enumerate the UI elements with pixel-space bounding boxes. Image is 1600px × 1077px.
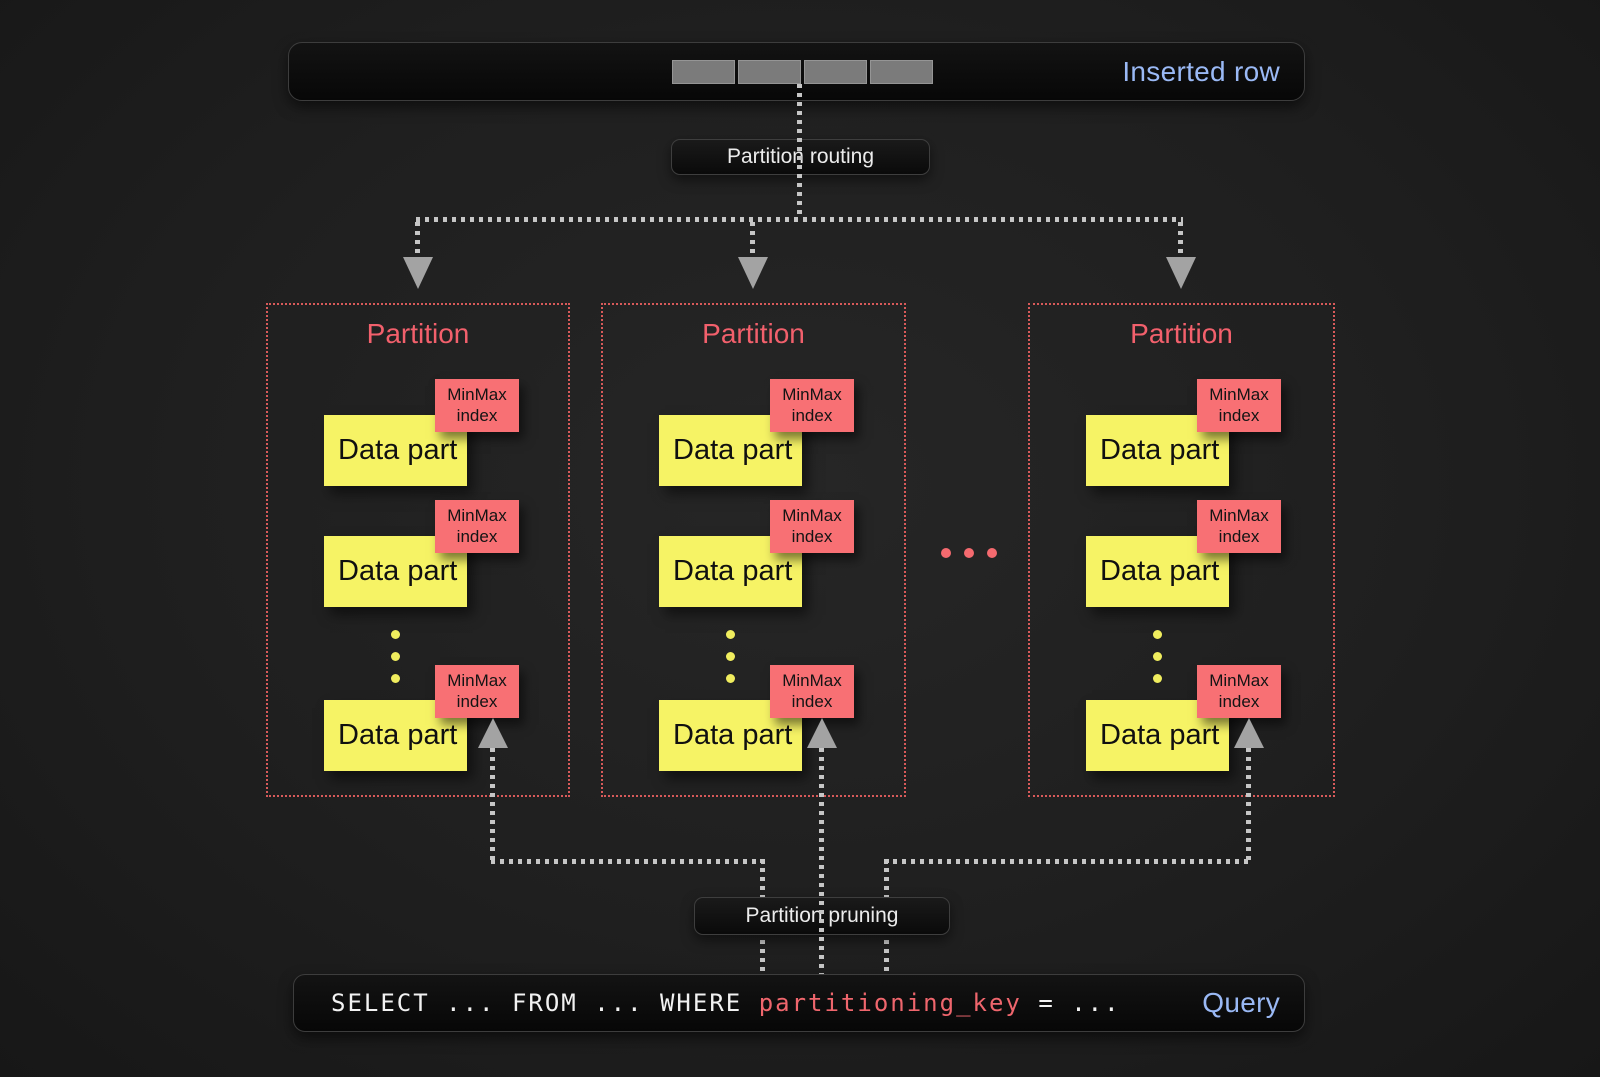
data-parts-ellipsis-icon xyxy=(1153,630,1162,696)
arrow-up-icon xyxy=(1234,718,1264,748)
minmax-index-tag: MinMax index xyxy=(1197,500,1281,553)
row-cell xyxy=(738,60,801,84)
arrow-up-icon xyxy=(807,718,837,748)
arrow-down-icon xyxy=(1166,257,1196,289)
minmax-index-tag: MinMax index xyxy=(1197,665,1281,718)
minmax-index-tag: MinMax index xyxy=(435,500,519,553)
pruning-branch-line xyxy=(491,859,766,864)
arrow-up-icon xyxy=(478,718,508,748)
partition-box: Partition MinMax index Data part MinMax … xyxy=(266,303,570,797)
pruning-line xyxy=(490,748,495,862)
partition-title: Partition xyxy=(366,318,470,349)
arrow-down-icon xyxy=(738,257,768,289)
minmax-index-tag: MinMax index xyxy=(435,379,519,432)
data-parts-ellipsis-icon xyxy=(391,630,400,696)
partition-box: Partition MinMax index Data part MinMax … xyxy=(601,303,906,797)
routing-drop-line xyxy=(750,222,755,258)
row-cell xyxy=(804,60,867,84)
row-cell xyxy=(870,60,933,84)
pruning-line xyxy=(1246,748,1251,862)
row-cell xyxy=(672,60,735,84)
partition-title: Partition xyxy=(702,318,805,349)
minmax-index-tag: MinMax index xyxy=(770,379,854,432)
partitions-ellipsis-icon xyxy=(941,548,997,558)
pruning-branch-line xyxy=(884,859,1251,864)
routing-drop-line xyxy=(415,222,420,258)
inserted-row-panel: Inserted row xyxy=(288,42,1305,101)
minmax-index-tag: MinMax index xyxy=(770,500,854,553)
data-parts-ellipsis-icon xyxy=(726,630,735,696)
query-panel: SELECT ... FROM ... WHERE partitioning_k… xyxy=(293,974,1305,1032)
routing-branch-line xyxy=(416,217,1183,222)
sql-partitioning-key: partitioning_key xyxy=(758,989,1022,1017)
sql-query-post: = ... xyxy=(1021,989,1121,1017)
pruning-line xyxy=(819,748,824,974)
partition-box: Partition MinMax index Data part MinMax … xyxy=(1028,303,1335,797)
inserted-row-label: Inserted row xyxy=(1122,55,1280,87)
query-label: Query xyxy=(1202,987,1280,1018)
arrow-down-icon xyxy=(403,257,433,289)
sql-query-text: SELECT ... FROM ... WHERE partitioning_k… xyxy=(331,989,1121,1017)
minmax-index-tag: MinMax index xyxy=(1197,379,1281,432)
minmax-index-tag: MinMax index xyxy=(435,665,519,718)
data-part-box: Data part xyxy=(659,700,802,771)
sql-query-pre: SELECT ... FROM ... WHERE xyxy=(331,989,759,1017)
row-cells-icon xyxy=(672,60,933,84)
routing-connector-line xyxy=(797,84,802,217)
routing-drop-line xyxy=(1178,222,1183,258)
minmax-index-tag: MinMax index xyxy=(770,665,854,718)
partition-title: Partition xyxy=(1130,318,1233,349)
